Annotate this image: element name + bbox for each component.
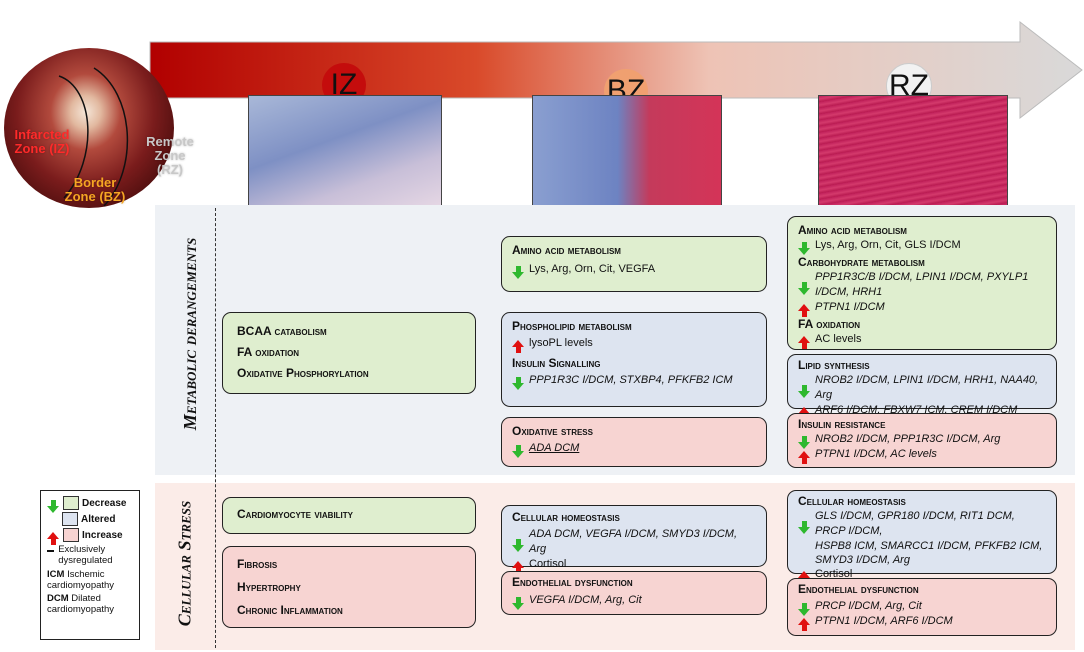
rz-amino-title: Amino acid metabolism — [798, 223, 907, 237]
rz-fa-line: AC levels — [815, 333, 862, 345]
underline-icon — [47, 550, 55, 552]
bz-oxid-title: Oxidative stress — [512, 424, 593, 438]
decrease-arrow-icon — [512, 445, 524, 458]
decrease-arrow-icon — [798, 281, 810, 295]
iz-cell-item: Cardiomyocyte viability — [237, 507, 354, 521]
rz-lipid-line: NROB2 I/DCM, LPIN1 I/DCM, HRH1, NAA40, A… — [815, 374, 1039, 401]
bz-amino-box: Amino acid metabolism Lys, Arg, Orn, Cit… — [501, 236, 767, 292]
section-cellular: Cellular Stress — [160, 495, 210, 645]
rz-amino-line: Lys, Arg, Orn, Cit, GLS I/DCM — [815, 239, 961, 251]
section-metabolic: Metabolic derangements — [160, 238, 220, 443]
altered-swatch — [62, 512, 78, 526]
bz-homeo-line: ADA DCM, VEGFA I/DCM, SMYD3 I/DCM, Arg — [529, 528, 737, 555]
iz-cellular-red-box: Fibrosis Hypertrophy Chronic Inflammatio… — [222, 546, 476, 628]
rz-endo-line: PRCP I/DCM, Arg, Cit — [815, 600, 922, 612]
histology-image-rz — [818, 95, 1008, 212]
rz-lipid-box: Lipid synthesis NROB2 I/DCM, LPIN1 I/DCM… — [787, 354, 1057, 420]
rz-homeo-title: Cellular homeostasis — [798, 494, 906, 508]
iz-meta-item: Oxidative Phosphorylation — [237, 366, 369, 380]
bz-amino-line: Lys, Arg, Orn, Cit, VEGFA — [529, 263, 656, 275]
increase-arrow-icon — [798, 304, 810, 317]
increase-arrow-icon — [47, 531, 59, 545]
increase-arrow-icon — [798, 571, 810, 584]
bz-endo-line: VEGFA I/DCM, Arg, Cit — [529, 594, 642, 606]
legend: Decrease Altered Increase Exclusively dy… — [40, 490, 140, 640]
bz-endothelial-box: Endothelial dysfunction VEGFA I/DCM, Arg… — [501, 571, 767, 615]
rz-insulin-box: Insulin resistance NROB2 I/DCM, PPP1R3C … — [787, 413, 1057, 468]
increase-arrow-icon — [798, 618, 810, 631]
bz-insulin-line: PPP1R3C I/DCM, STXBP4, PFKFB2 ICM — [529, 374, 733, 386]
iz-metabolic-box: BCAA catabolism FA oxidation Oxidative P… — [222, 312, 476, 394]
heart-label-bz: Border Zone (BZ) — [64, 175, 126, 204]
bz-homeo-title: Cellular homeostasis — [512, 510, 620, 524]
rz-homeo-line-c: SMYD3 I/DCM, Arg — [815, 554, 910, 566]
heart-label-iz: Infarcted Zone (IZ) — [14, 127, 70, 156]
increase-arrow-icon — [798, 336, 810, 349]
decrease-arrow-icon — [798, 520, 810, 534]
decrease-arrow-icon — [798, 242, 810, 255]
rz-lipid-title: Lipid synthesis — [798, 358, 870, 372]
bz-endo-title: Endothelial dysfunction — [512, 575, 633, 589]
decrease-arrow-icon — [512, 266, 524, 279]
decrease-arrow-icon — [512, 597, 524, 610]
legend-exclusive: Exclusively dysregulated — [58, 544, 113, 566]
rz-carb-title: Carbohydrate metabolism — [798, 255, 925, 269]
bz-phospholipid-box: Phospholipid metabolism lysoPL levels In… — [501, 312, 767, 407]
rz-carb-line-up: PTPN1 I/DCM — [815, 301, 885, 313]
bz-oxidative-box: Oxidative stress ADA DCM — [501, 417, 767, 467]
iz-cell-item: Chronic Inflammation — [237, 603, 343, 617]
histology-image-iz — [248, 95, 442, 212]
rz-endo-title: Endothelial dysfunction — [798, 582, 919, 596]
decrease-arrow-icon — [512, 377, 524, 390]
bz-insulin-title: Insulin Signalling — [512, 356, 601, 370]
divider-dashed — [215, 208, 216, 648]
legend-icm: Ischemic cardiomyopathy — [47, 569, 115, 591]
legend-altered: Altered — [81, 513, 116, 525]
rz-insulin-title: Insulin resistance — [798, 417, 886, 431]
decrease-arrow-icon — [798, 436, 810, 449]
rz-carb-line: PPP1R3C/B I/DCM, LPIN1 I/DCM, PXYLP1 I/D… — [815, 271, 1029, 298]
rz-endo-line-up: PTPN1 I/DCM, ARF6 I/DCM — [815, 615, 953, 627]
rz-homeo-line: GLS I/DCM, GPR180 I/DCM, RIT1 DCM, PRCP … — [815, 510, 1015, 537]
legend-dcm-abbr: DCM — [47, 593, 69, 604]
histology-image-bz — [532, 95, 722, 212]
legend-decrease: Decrease — [82, 497, 127, 509]
decrease-arrow-icon — [512, 538, 524, 552]
bz-homeostasis-box: Cellular homeostasis ADA DCM, VEGFA I/DC… — [501, 505, 767, 574]
increase-arrow-icon — [512, 340, 524, 353]
rz-homeo-line-b: HSPB8 ICM, SMARCC1 I/DCM, PFKFB2 ICM, — [815, 540, 1043, 552]
bz-oxid-line: ADA DCM — [529, 442, 580, 454]
rz-endothelial-box: Endothelial dysfunction PRCP I/DCM, Arg,… — [787, 578, 1057, 636]
decrease-swatch — [63, 496, 79, 510]
bz-homeo-line-up: Cortisol — [529, 558, 567, 570]
heart-label-rz: Remote Zone (RZ) — [146, 134, 194, 177]
section-cellular-label: Cellular Stress — [174, 500, 195, 627]
rz-homeo-line-up: Cortisol — [815, 568, 853, 580]
rz-homeostasis-box: Cellular homeostasis GLS I/DCM, GPR180 I… — [787, 490, 1057, 584]
increase-arrow-icon — [512, 561, 524, 574]
iz-cell-item: Hypertrophy — [237, 580, 301, 594]
decrease-arrow-icon — [798, 603, 810, 616]
zone-boundary-lines — [58, 67, 129, 207]
legend-dcm: Dilated cardiomyopathy — [47, 593, 115, 615]
rz-amino-box: Amino acid metabolism Lys, Arg, Orn, Cit… — [787, 216, 1057, 350]
section-metabolic-label: Metabolic derangements — [180, 237, 200, 431]
decrease-arrow-icon — [798, 384, 810, 398]
bz-amino-title: Amino acid metabolism — [512, 243, 621, 257]
iz-meta-item: BCAA catabolism — [237, 324, 327, 338]
bz-phospho-line: lysoPL levels — [529, 337, 593, 349]
decrease-arrow-icon — [47, 499, 59, 513]
increase-arrow-icon — [798, 451, 810, 464]
iz-cellular-green-box: Cardiomyocyte viability — [222, 497, 476, 534]
increase-swatch — [63, 528, 79, 542]
iz-cell-item: Fibrosis — [237, 557, 278, 571]
legend-increase: Increase — [82, 529, 123, 541]
iz-meta-item: FA oxidation — [237, 345, 300, 359]
legend-icm-abbr: ICM — [47, 569, 65, 580]
heart-cross-section-image — [4, 48, 174, 208]
rz-fa-title: FA oxidation — [798, 317, 861, 331]
bz-phospho-title: Phospholipid metabolism — [512, 319, 632, 333]
rz-insulin-line-up: PTPN1 I/DCM, AC levels — [815, 448, 937, 460]
rz-insulin-line: NROB2 I/DCM, PPP1R3C I/DCM, Arg — [815, 433, 1001, 445]
